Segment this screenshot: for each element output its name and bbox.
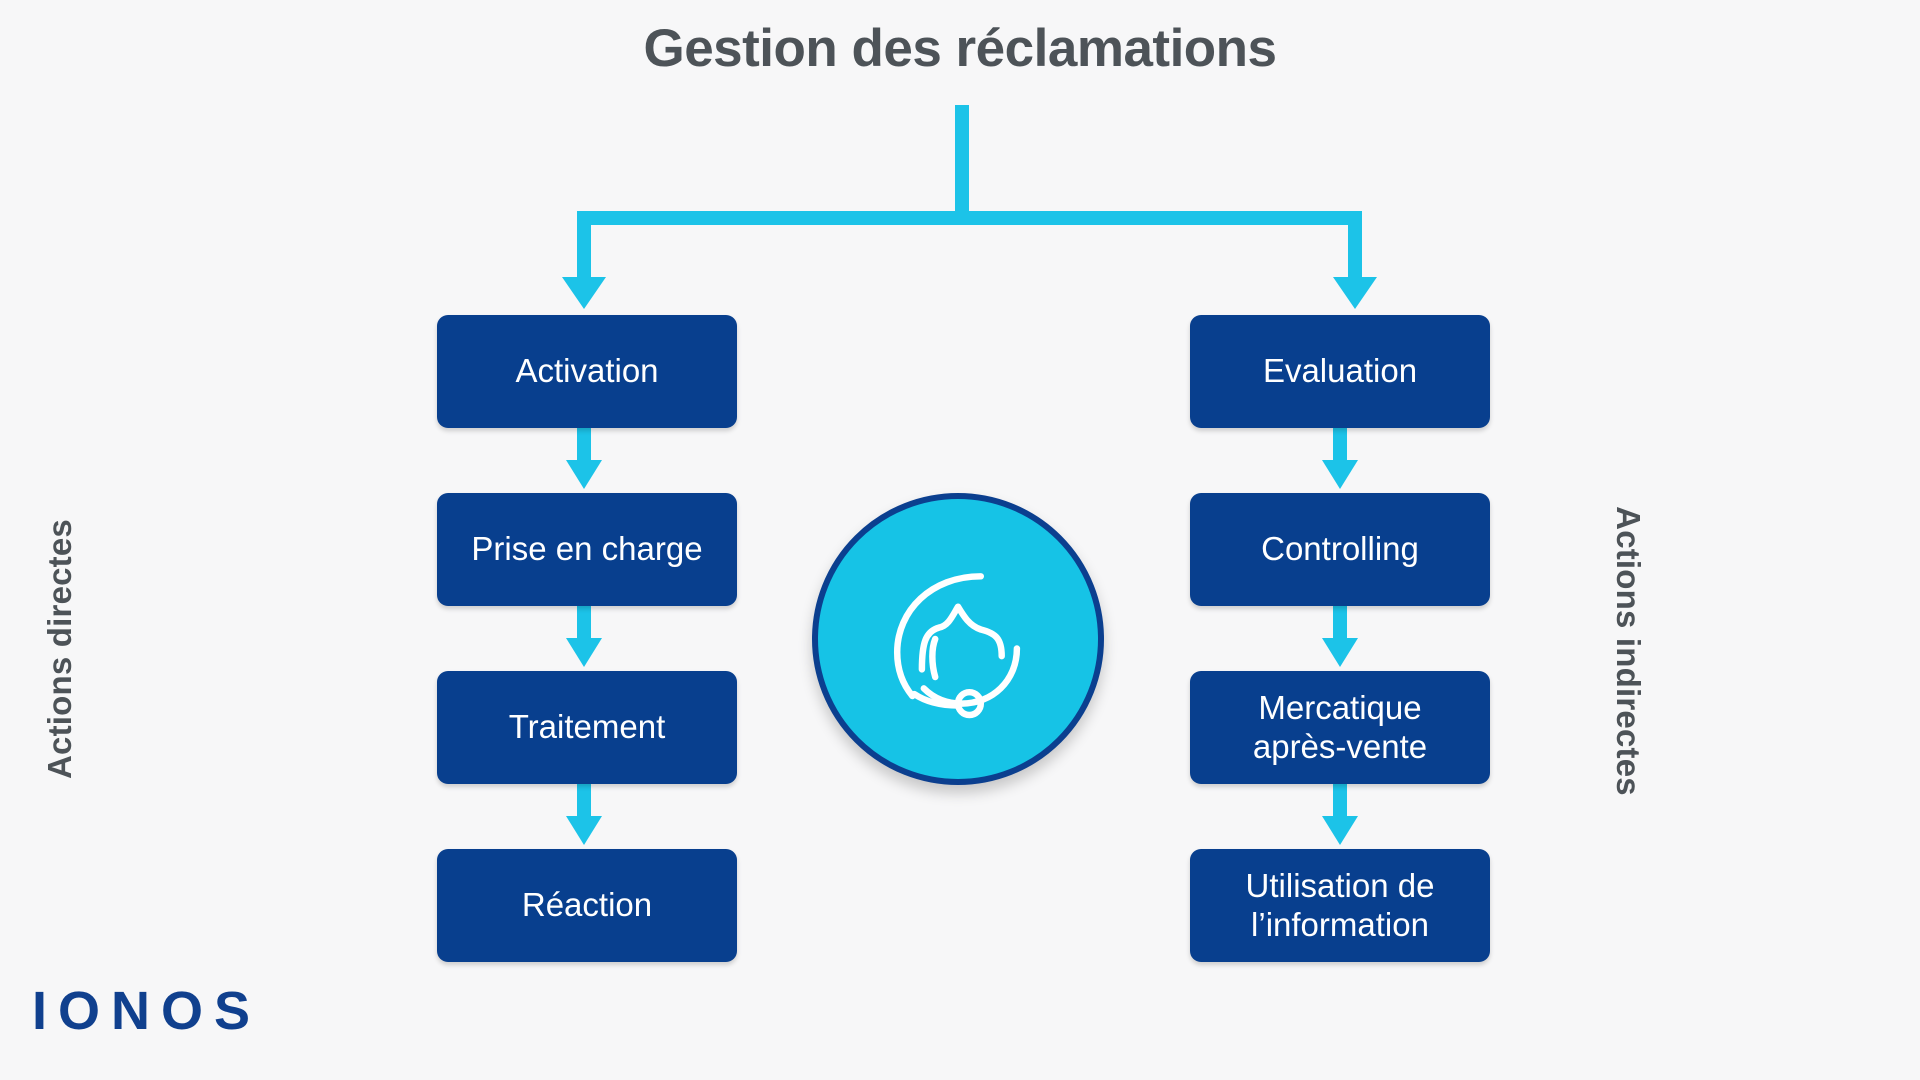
node-right-2[interactable]: Controlling (1190, 493, 1490, 606)
node-left-3[interactable]: Traitement (437, 671, 737, 784)
node-label: Mercatique (1258, 689, 1422, 727)
node-left-2[interactable]: Prise en charge (437, 493, 737, 606)
axis-label-left: Actions directes (41, 519, 78, 779)
node-left-4[interactable]: Réaction (437, 849, 737, 962)
ionos-logo: IONOS (32, 981, 262, 1041)
node-left-1[interactable]: Activation (437, 315, 737, 428)
axis-label-right: Actions indirectes (1610, 506, 1647, 796)
node-label: Réaction (521, 886, 653, 924)
node-label: Utilisation de (1245, 867, 1435, 905)
node-label: Controlling (1261, 530, 1419, 568)
node-right-4[interactable]: Utilisation de l’information (1190, 849, 1490, 962)
node-label-line2: l’information (1251, 905, 1429, 943)
headset-support-icon (893, 573, 1021, 719)
node-right-3[interactable]: Mercatique après-vente (1190, 671, 1490, 784)
node-label-line2: après-vente (1252, 727, 1428, 765)
node-label: Evaluation (1262, 352, 1418, 390)
headset-support-badge (812, 493, 1104, 785)
node-label: Prise en charge (471, 530, 703, 568)
node-right-1[interactable]: Evaluation (1190, 315, 1490, 428)
node-label: Traitement (508, 708, 666, 746)
node-label: Activation (515, 352, 659, 390)
page-title: Gestion des réclamations (643, 19, 1277, 78)
